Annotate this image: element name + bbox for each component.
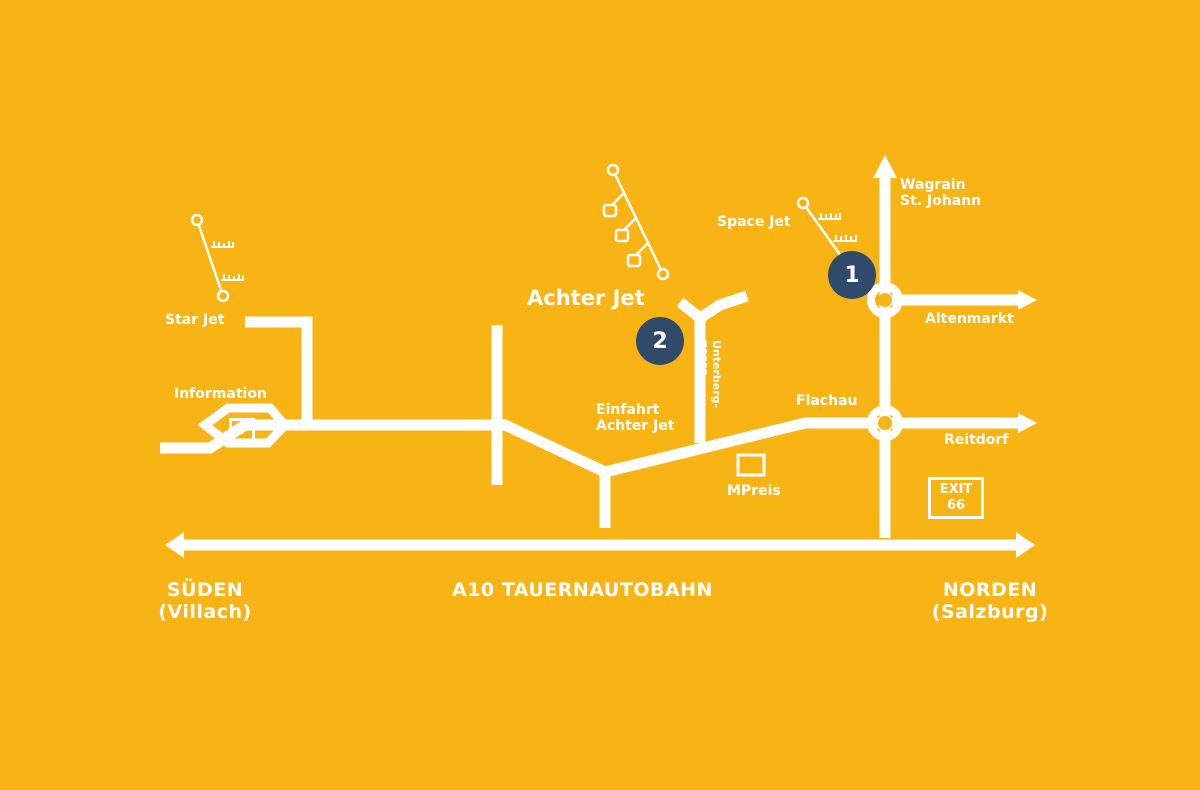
arrow-icon — [1018, 290, 1037, 310]
south-direction-city: (Villach) — [158, 600, 252, 623]
unterberggasse-line-2: gasse — [698, 340, 711, 376]
arrow-icon — [1016, 532, 1035, 558]
arrow-icon — [1018, 413, 1037, 433]
star-jet-label: Star Jet — [165, 312, 225, 328]
arrow-icon — [873, 155, 897, 178]
info-junction-loop — [197, 403, 292, 448]
info-junction-road — [160, 419, 275, 454]
einfahrt-label: Einfahrt Achter Jet — [596, 402, 674, 434]
altenmarkt-label: Altenmarkt — [925, 311, 1014, 327]
main-road — [275, 417, 885, 478]
north-direction-label: NORDEN (Salzburg) — [925, 579, 1055, 624]
north-direction-name: NORDEN — [942, 579, 1038, 601]
south-direction-name: SÜDEN — [166, 579, 244, 601]
store-icon — [736, 453, 766, 477]
flachau-label: Flachau — [796, 393, 858, 409]
unterberggasse-line-1: Unterberg- — [710, 340, 723, 409]
einfahrt-line-1: Einfahrt — [596, 402, 660, 418]
roundabout-icon — [867, 405, 903, 441]
space-jet-label: Space Jet — [717, 214, 791, 230]
exit-sign: EXIT 66 — [928, 477, 984, 519]
mpreis-label: MPreis — [727, 483, 781, 499]
highway-label: A10 TAUERNAUTOBAHN — [452, 579, 713, 601]
info-icon: i — [229, 418, 255, 442]
location-marker-2[interactable]: 2 — [636, 317, 684, 365]
unterberggasse-label: Unterberg- gasse — [698, 340, 723, 409]
location-marker-1[interactable]: 1 — [828, 251, 876, 299]
st-johann-line: St. Johann — [900, 193, 982, 210]
wagrain-label: Wagrain St. Johann — [900, 177, 981, 209]
exit-sign-label: EXIT — [939, 482, 973, 497]
lift-icon — [190, 213, 244, 303]
reitdorf-label: Reitdorf — [944, 432, 1009, 448]
star-jet-road — [245, 316, 313, 425]
gondola-icon — [602, 163, 670, 281]
einfahrt-line-2: Achter Jet — [596, 418, 675, 435]
north-direction-city: (Salzburg) — [931, 600, 1049, 623]
exit-sign-number: 66 — [946, 498, 966, 513]
wagrain-line: Wagrain — [900, 177, 966, 193]
roundabout-icon — [867, 282, 903, 318]
information-label: Information — [174, 386, 267, 402]
achter-jet-fork — [676, 290, 749, 325]
arrow-icon — [165, 532, 184, 558]
south-direction-label: SÜDEN (Villach) — [150, 579, 260, 624]
achter-jet-label: Achter Jet — [527, 286, 645, 310]
